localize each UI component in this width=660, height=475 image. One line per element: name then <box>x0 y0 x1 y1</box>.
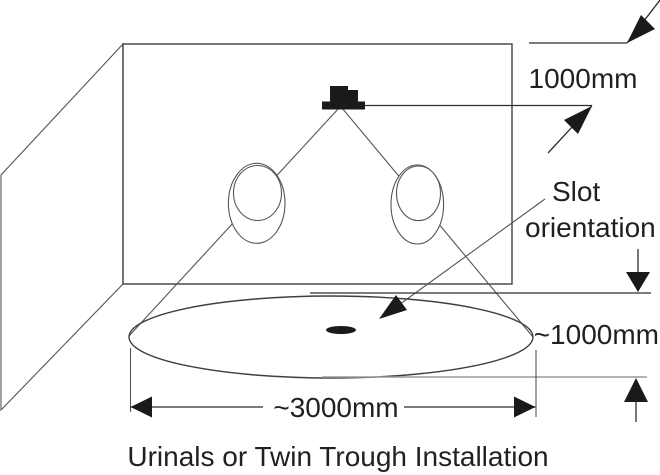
urinal-left-bowl <box>232 164 283 222</box>
height-dim-top-arrow-icon <box>627 15 655 43</box>
floor-slot-marker <box>326 326 356 334</box>
slot-arrow-icon <box>379 295 407 319</box>
slot-orientation-label-line1: Slot <box>552 176 600 207</box>
urinal-right-bowl <box>395 165 442 222</box>
height-dim-bottom-arrow-icon <box>564 106 592 134</box>
main-wall-panel <box>122 43 513 285</box>
side-wall-panel <box>0 42 124 412</box>
width-dim-arrow-right-icon <box>514 396 536 418</box>
depth-dim-label: ~1000mm <box>534 319 659 350</box>
depth-dim-down-arrow-icon <box>626 272 650 292</box>
depth-dim-up-arrow-icon <box>624 378 648 402</box>
sensor-unit <box>322 86 365 110</box>
height-dim-label: 1000mm <box>529 63 638 94</box>
width-dim-arrow-left-icon <box>130 396 152 418</box>
slot-leader-line <box>384 198 546 316</box>
width-dim-label: ~3000mm <box>273 392 398 423</box>
diagram-caption: Urinals or Twin Trough Installation <box>127 441 548 472</box>
detection-zone-ellipse <box>128 295 534 379</box>
slot-orientation-label-line2: orientation <box>525 212 656 243</box>
